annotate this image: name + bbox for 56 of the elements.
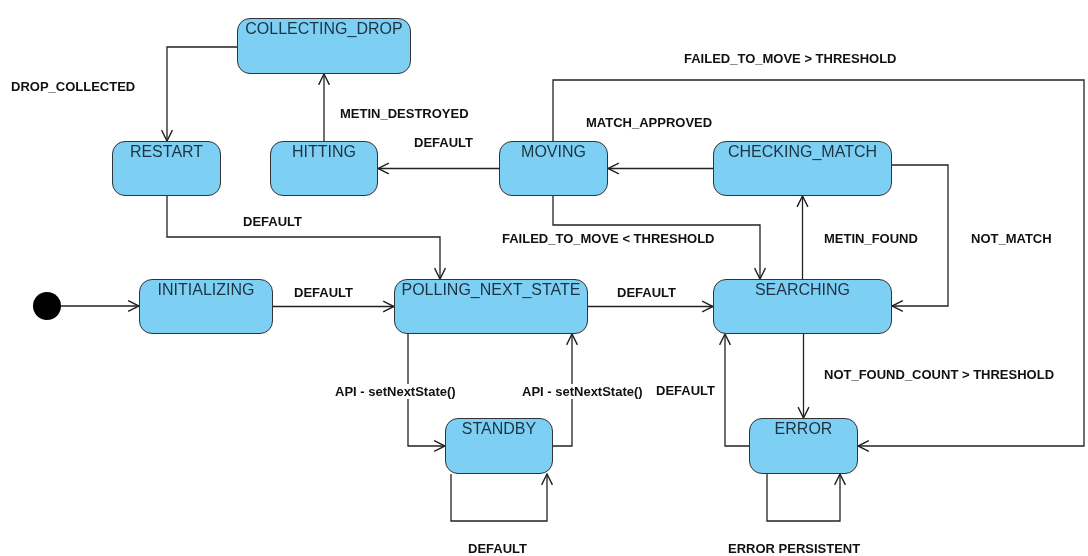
state-box [499,141,608,196]
transition-arrow [317,73,331,142]
transition-arrow [796,195,809,280]
edge-label: NOT_FOUND_COUNT > THRESHOLD [823,367,1056,382]
transition-arrow [160,46,238,142]
transition-arrow [377,162,500,175]
edge-label: API - setNextState() [334,384,457,399]
transition-arrow [891,164,949,313]
edge-label: FAILED_TO_MOVE > THRESHOLD [683,51,898,66]
transition-arrow [718,333,750,447]
edge-label: DEFAULT [413,135,474,150]
state-box [749,418,858,474]
edge-label: API - setNextState() [521,384,644,399]
transition-arrow [607,162,714,175]
state-name: HITTING [291,143,357,161]
transition-arrow [407,333,446,453]
edge-label: DEFAULT [242,214,303,229]
transition-arrow [552,333,579,447]
state-box [139,279,273,334]
state-box [713,141,892,196]
state-name: POLLING_NEXT_STATE [400,281,582,299]
transition-arrow [552,195,767,280]
state-name: COLLECTING_DROP [244,20,404,38]
state-box [270,141,378,196]
transition-arrow [797,333,810,419]
state-name: ERROR [773,420,834,438]
state-name: MOVING [520,143,587,161]
transition-arrow [766,473,847,522]
state-box [237,18,411,74]
transition-arrow [450,473,554,522]
state-name: INITIALIZING [156,281,256,299]
transition-arrow [587,300,714,313]
edge-label: NOT_MATCH [970,231,1053,246]
edge-label: DEFAULT [616,285,677,300]
state-box [394,279,588,334]
edge-label: ERROR PERSISTENT [727,541,862,556]
state-name: SEARCHING [753,281,852,299]
edge-label: DEFAULT [467,541,528,556]
transition-arrow [552,79,1085,453]
transition-arrow [60,299,140,313]
edge-label: METIN_DESTROYED [339,106,470,121]
edge-label: MATCH_APPROVED [585,115,714,130]
state-name: CHECKING_MATCH [726,143,878,161]
state-box [445,418,553,474]
state-box [713,279,892,334]
state-box [112,141,221,196]
edge-label: DROP_COLLECTED [10,79,137,94]
transition-arrow [166,195,447,280]
edge-label: DEFAULT [293,285,354,300]
initial-state-dot [33,292,61,320]
state-name: STANDBY [460,420,538,438]
edge-label: FAILED_TO_MOVE < THRESHOLD [501,231,716,246]
state-name: RESTART [128,143,205,161]
edge-label: METIN_FOUND [823,231,919,246]
edge-label: DEFAULT [655,383,716,398]
transition-arrow [272,300,395,313]
